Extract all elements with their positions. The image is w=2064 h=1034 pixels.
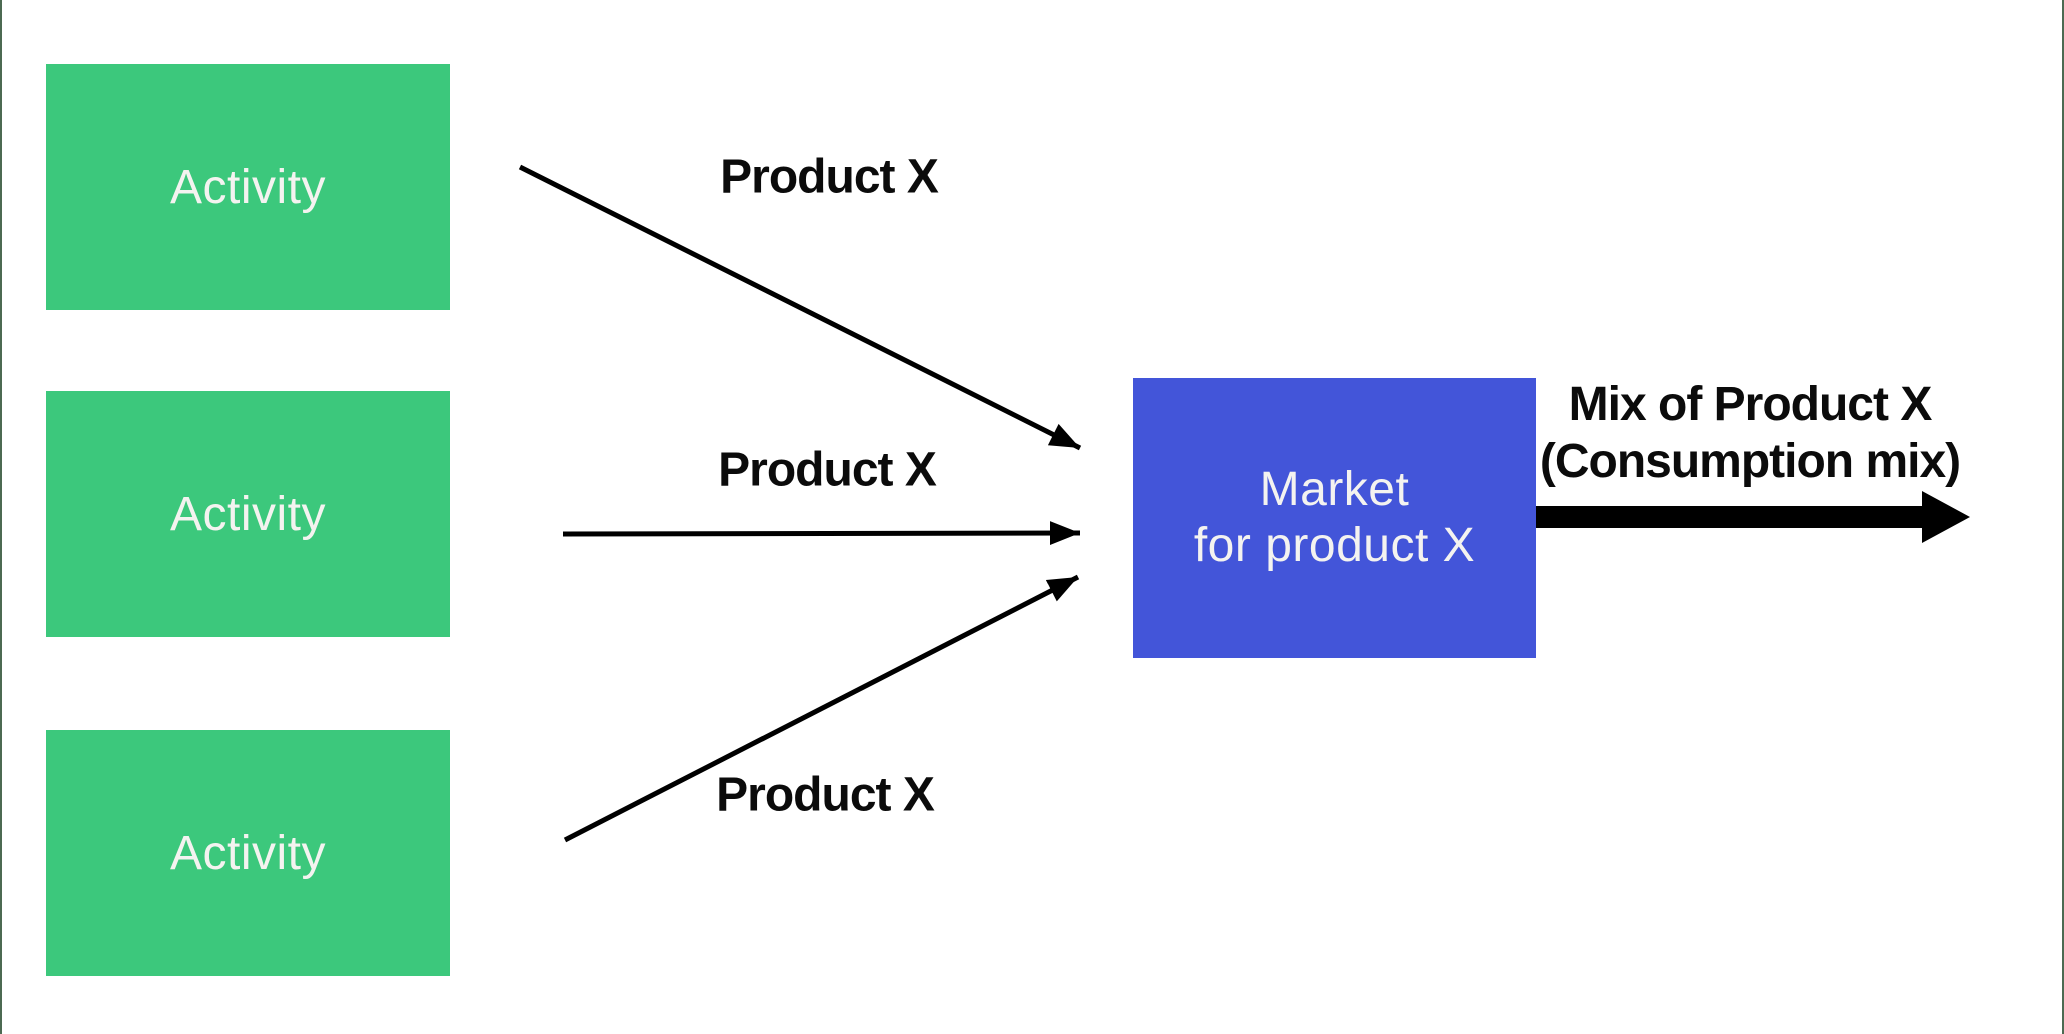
activity-box-3: Activity [46, 730, 450, 976]
market-box-line1: Market [1259, 463, 1410, 516]
arrow-activity3-to-market [563, 574, 1080, 843]
arrow-market-output-thick [1534, 491, 1970, 543]
activity-box-3-label: Activity [169, 826, 326, 880]
canvas-left-edge [0, 0, 2, 1034]
canvas-right-edge [2062, 0, 2064, 1034]
output-label-line2: (Consumption mix) [1539, 435, 1961, 488]
market-box-line2: for product X [1193, 519, 1476, 572]
output-label-line1: Mix of Product X [1568, 378, 1933, 431]
flow-label-product-x-2: Product X [718, 443, 937, 497]
market-box-label: Market for product X [1194, 462, 1475, 574]
activity-box-2-label: Activity [169, 487, 326, 541]
flow-label-product-x-3: Product X [716, 768, 935, 822]
flow-label-product-x-1: Product X [720, 150, 939, 204]
activity-box-1-label: Activity [169, 160, 326, 214]
activity-box-2: Activity [46, 391, 450, 637]
market-box: Market for product X [1133, 378, 1536, 658]
arrow-activity1-to-market [518, 164, 1082, 451]
arrow-activity2-to-market [562, 521, 1081, 546]
output-label: Mix of Product X (Consumption mix) [1505, 376, 1995, 490]
activity-box-1: Activity [46, 64, 450, 310]
